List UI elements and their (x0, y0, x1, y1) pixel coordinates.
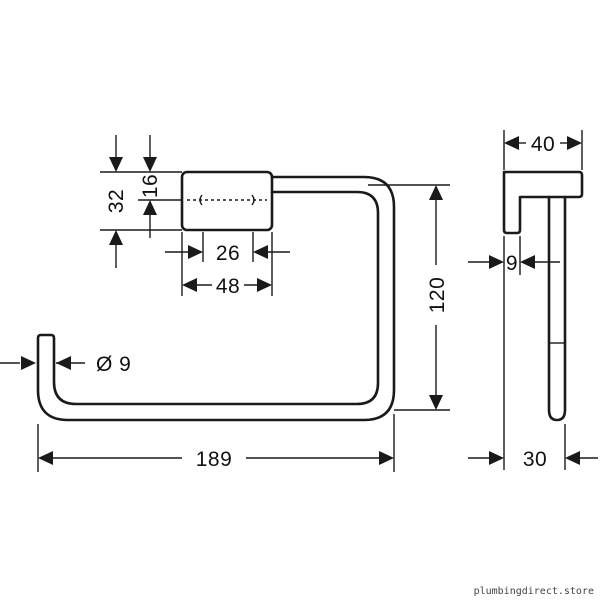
mounting-block (180, 170, 274, 232)
watermark: plumbingdirect.store (474, 586, 594, 597)
side-mount-profile (502, 170, 584, 235)
front-view (36, 170, 396, 422)
side-dimensions: 40 9 30 (468, 130, 598, 471)
dim-diameter: Ø 9 (96, 353, 131, 376)
dim-mount-height: 32 (105, 189, 128, 213)
dim-side-thickness: 30 (523, 448, 547, 471)
dim-top-offset: 16 (139, 174, 162, 198)
dim-side-depth: 40 (531, 133, 555, 156)
side-ring-profile (547, 195, 567, 422)
ring-outline (36, 175, 396, 422)
front-dimensions: 16 32 26 48 120 Ø 9 (0, 135, 450, 472)
mount-screw-marks (199, 194, 255, 206)
dim-height: 120 (426, 277, 449, 314)
dim-inner-width: 26 (216, 242, 240, 265)
dim-overall-width: 189 (196, 448, 233, 471)
dim-mount-width: 48 (216, 275, 240, 298)
side-view (502, 170, 584, 422)
dim-wall-gap: 9 (506, 252, 518, 275)
